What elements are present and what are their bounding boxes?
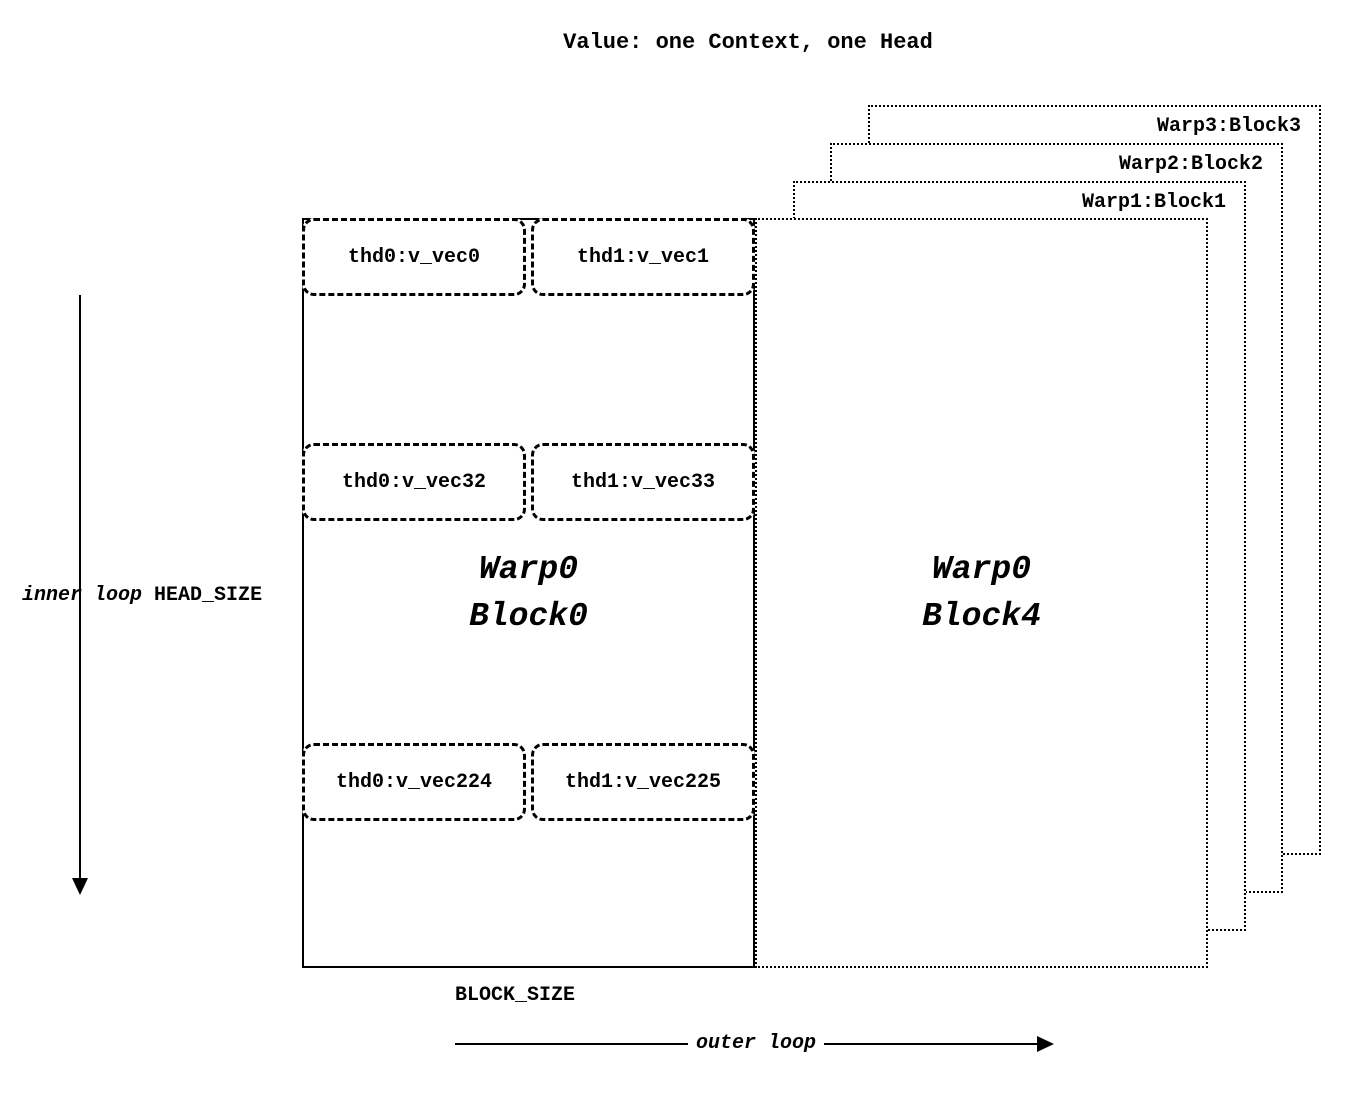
- block-warp0-block4-title: Warp0 Block4: [757, 546, 1206, 640]
- thread-cell-label: thd0:v_vec0: [347, 245, 481, 269]
- warp-name: Warp0: [931, 551, 1032, 588]
- head-size-text: HEAD_SIZE: [154, 584, 263, 607]
- thread-cell: thd1:v_vec33: [531, 443, 755, 521]
- thread-row-2: thd0:v_vec224 thd1:v_vec225: [302, 743, 755, 821]
- block-warp2-block2-label: Warp2:Block2: [1118, 153, 1263, 176]
- thread-cell-label: thd1:v_vec33: [570, 470, 716, 494]
- thread-row-1: thd0:v_vec32 thd1:v_vec33: [302, 443, 755, 521]
- block-warp0-block4: Warp0 Block4: [755, 218, 1208, 968]
- block-name: Block4: [922, 598, 1041, 635]
- warp-name: Warp0: [478, 551, 579, 588]
- outer-loop-label: outer loop: [687, 1032, 825, 1055]
- inner-loop-label: inner loop HEAD_SIZE: [22, 584, 262, 607]
- block-name: Block0: [469, 598, 588, 635]
- block-warp0-block0-title: Warp0 Block0: [304, 546, 753, 640]
- inner-loop-text: inner loop: [22, 584, 143, 607]
- thread-cell: thd0:v_vec224: [302, 743, 526, 821]
- thread-cell-label: thd0:v_vec32: [341, 470, 487, 494]
- thread-cell-label: thd1:v_vec225: [564, 770, 722, 794]
- thread-row-0: thd0:v_vec0 thd1:v_vec1: [302, 218, 755, 296]
- inner-loop-arrow-line: [79, 295, 81, 879]
- block-warp3-block3-label: Warp3:Block3: [1156, 115, 1301, 138]
- thread-cell-label: thd0:v_vec224: [335, 770, 493, 794]
- thread-cell-label: thd1:v_vec1: [576, 245, 710, 269]
- thread-cell: thd0:v_vec0: [302, 218, 526, 296]
- thread-cell: thd0:v_vec32: [302, 443, 526, 521]
- diagram-title: Value: one Context, one Head: [563, 30, 933, 55]
- thread-cell: thd1:v_vec225: [531, 743, 755, 821]
- block-size-label: BLOCK_SIZE: [455, 984, 576, 1007]
- inner-loop-arrowhead-icon: [72, 878, 88, 895]
- outer-loop-arrowhead-icon: [1037, 1036, 1054, 1052]
- block-warp0-block0: thd0:v_vec0 thd1:v_vec1 thd0:v_vec32 thd…: [302, 218, 755, 968]
- block-warp1-block1-label: Warp1:Block1: [1081, 191, 1226, 214]
- thread-cell: thd1:v_vec1: [531, 218, 755, 296]
